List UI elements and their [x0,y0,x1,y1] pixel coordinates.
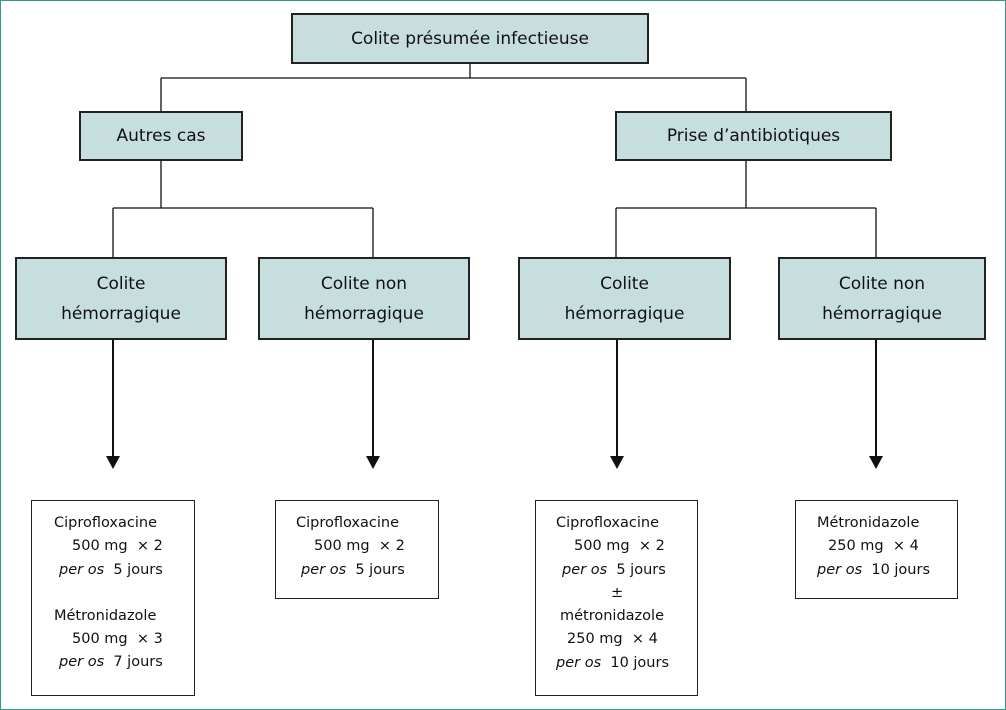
treatment-b-duration1: 5 jours [355,561,405,578]
treatment-d-route1: per os [817,561,863,578]
category-a-line1: Colite [96,273,146,294]
treatment-c-route1: per os [562,561,608,578]
category-b-line1: Colite non [320,273,408,294]
treatment-c-regimen2: per os 10 jours [556,652,697,675]
treatment-c-drug1: Ciprofloxacine [556,515,660,531]
treatment-a-duration1: 5 jours [113,561,163,578]
treatment-a-route1: per os [59,561,105,578]
arrowhead-a [106,456,120,469]
branch-autres-cas: Autres cas [79,111,243,161]
treatment-b-dose1: 500 mg × 2 [314,538,405,555]
category-c-line2: hémorragique [564,303,685,324]
category-d-line2: hémorragique [822,303,942,324]
category-d-line1: Colite non [838,273,926,294]
treatment-a-route2: per os [59,654,105,671]
treatment-a-dose1: 500 mg × 2 [72,538,163,555]
treatment-d-drug1: Métronidazole [817,515,920,531]
category-c-colite-hemorragique: Colite hémorragique [518,257,731,340]
treatment-a-regimen2: per os 7 jours [54,651,194,674]
arrowhead-d [869,456,883,469]
treatment-c: Ciprofloxacine 500 mg × 2 per os 5 jours… [535,500,698,696]
treatment-c-regimen1: per os 5 jours [556,559,697,582]
category-a-colite-hemorragique: Colite hémorragique [15,257,227,340]
treatment-a: Ciprofloxacine 500 mg × 2 per os 5 jours… [31,500,195,696]
treatment-d-regimen1: per os 10 jours [817,559,957,582]
category-d-colite-non-hemorragique: Colite non hémorragique [778,257,986,340]
treatment-a-regimen1: per os 5 jours [54,559,194,582]
category-c-line1: Colite [600,273,649,294]
treatment-c-route2: per os [556,654,602,671]
treatment-a-drug1: Ciprofloxacine [54,515,158,531]
arrowhead-b [366,456,380,469]
category-a-line2: hémorragique [61,303,181,324]
root-node: Colite présumée infectieuse [291,13,649,64]
arrowhead-c [610,456,624,469]
treatment-d-dose1: 250 mg × 4 [828,538,919,555]
treatment-c-dose1: 500 mg × 2 [574,538,665,555]
category-b-line2: hémorragique [304,303,424,324]
root-label: Colite présumée infectieuse [351,28,589,49]
treatment-a-drug2: Métronidazole [54,607,157,624]
treatment-c-connector: ± [611,584,624,601]
treatment-a-dose2: 500 mg × 3 [72,631,163,648]
branch-autres-cas-label: Autres cas [116,126,206,146]
treatment-d: Métronidazole 250 mg × 4 per os 10 jours [795,500,958,599]
treatment-b: Ciprofloxacine 500 mg × 2 per os 5 jours [275,500,439,599]
treatment-b-route1: per os [301,561,347,578]
treatment-a-duration2: 7 jours [113,654,163,671]
treatment-c-duration2: 10 jours [610,654,670,671]
treatment-b-regimen1: per os 5 jours [296,559,438,582]
treatment-c-duration1: 5 jours [616,561,666,578]
treatment-d-duration1: 10 jours [871,561,931,578]
treatment-c-dose2: 250 mg × 4 [567,631,658,648]
branch-prise-antibiotiques: Prise d’antibiotiques [615,111,892,161]
treatment-c-drug2: métronidazole [560,608,664,625]
treatment-b-drug1: Ciprofloxacine [296,515,400,531]
category-b-colite-non-hemorragique: Colite non hémorragique [258,257,470,340]
branch-prise-antibiotiques-label: Prise d’antibiotiques [666,126,841,146]
